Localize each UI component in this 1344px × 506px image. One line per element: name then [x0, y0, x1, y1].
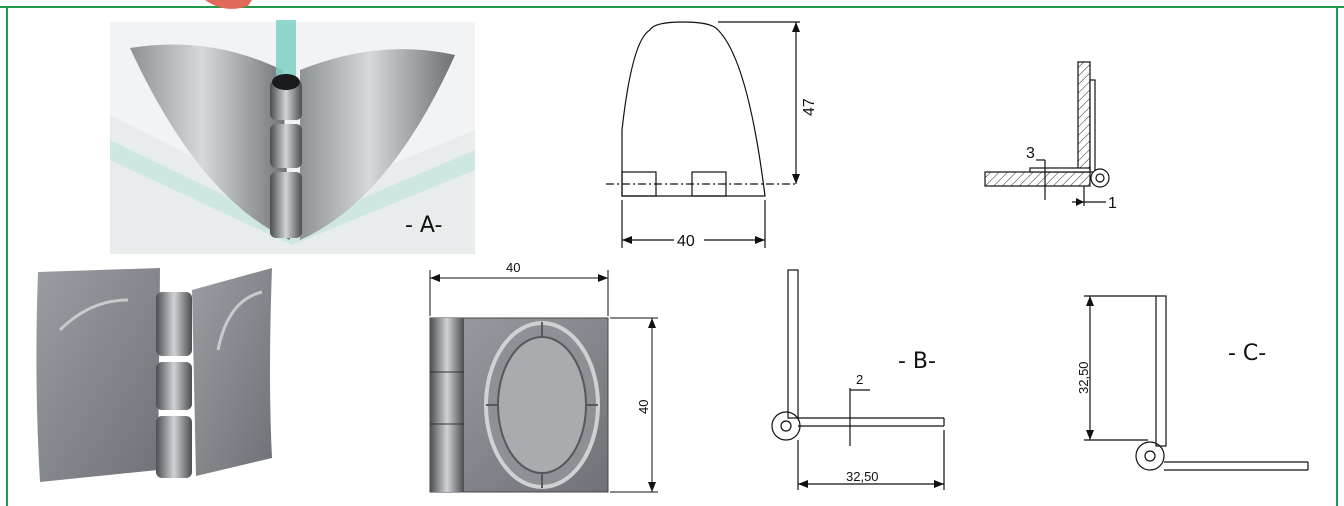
dim-1: 1	[1108, 195, 1117, 212]
drawing-cross-section	[984, 61, 1110, 206]
drawing-b	[771, 269, 945, 490]
dim-32-50-b: 32,50	[846, 469, 879, 484]
drawing-plate	[429, 317, 609, 493]
dim-40-top: 40	[677, 233, 695, 250]
dim-40-plate-height: 40	[636, 400, 651, 414]
dim-32-50-c: 32,50	[1076, 361, 1091, 394]
logo-swoosh	[205, 0, 252, 9]
label-a: - A-	[405, 213, 442, 238]
photo-butt-hinge	[36, 268, 272, 482]
dim-47: 47	[801, 98, 818, 116]
plate-dimensions	[429, 270, 658, 493]
dim-40-plate-width: 40	[506, 260, 520, 275]
label-c: - C-	[1228, 341, 1266, 366]
drawing-profile-front	[606, 21, 800, 248]
drawing-c	[1084, 295, 1309, 471]
dim-2: 2	[856, 372, 863, 387]
dim-3: 3	[1026, 145, 1035, 162]
photo-glass-hinge	[110, 20, 475, 254]
label-b: - B-	[898, 349, 936, 374]
